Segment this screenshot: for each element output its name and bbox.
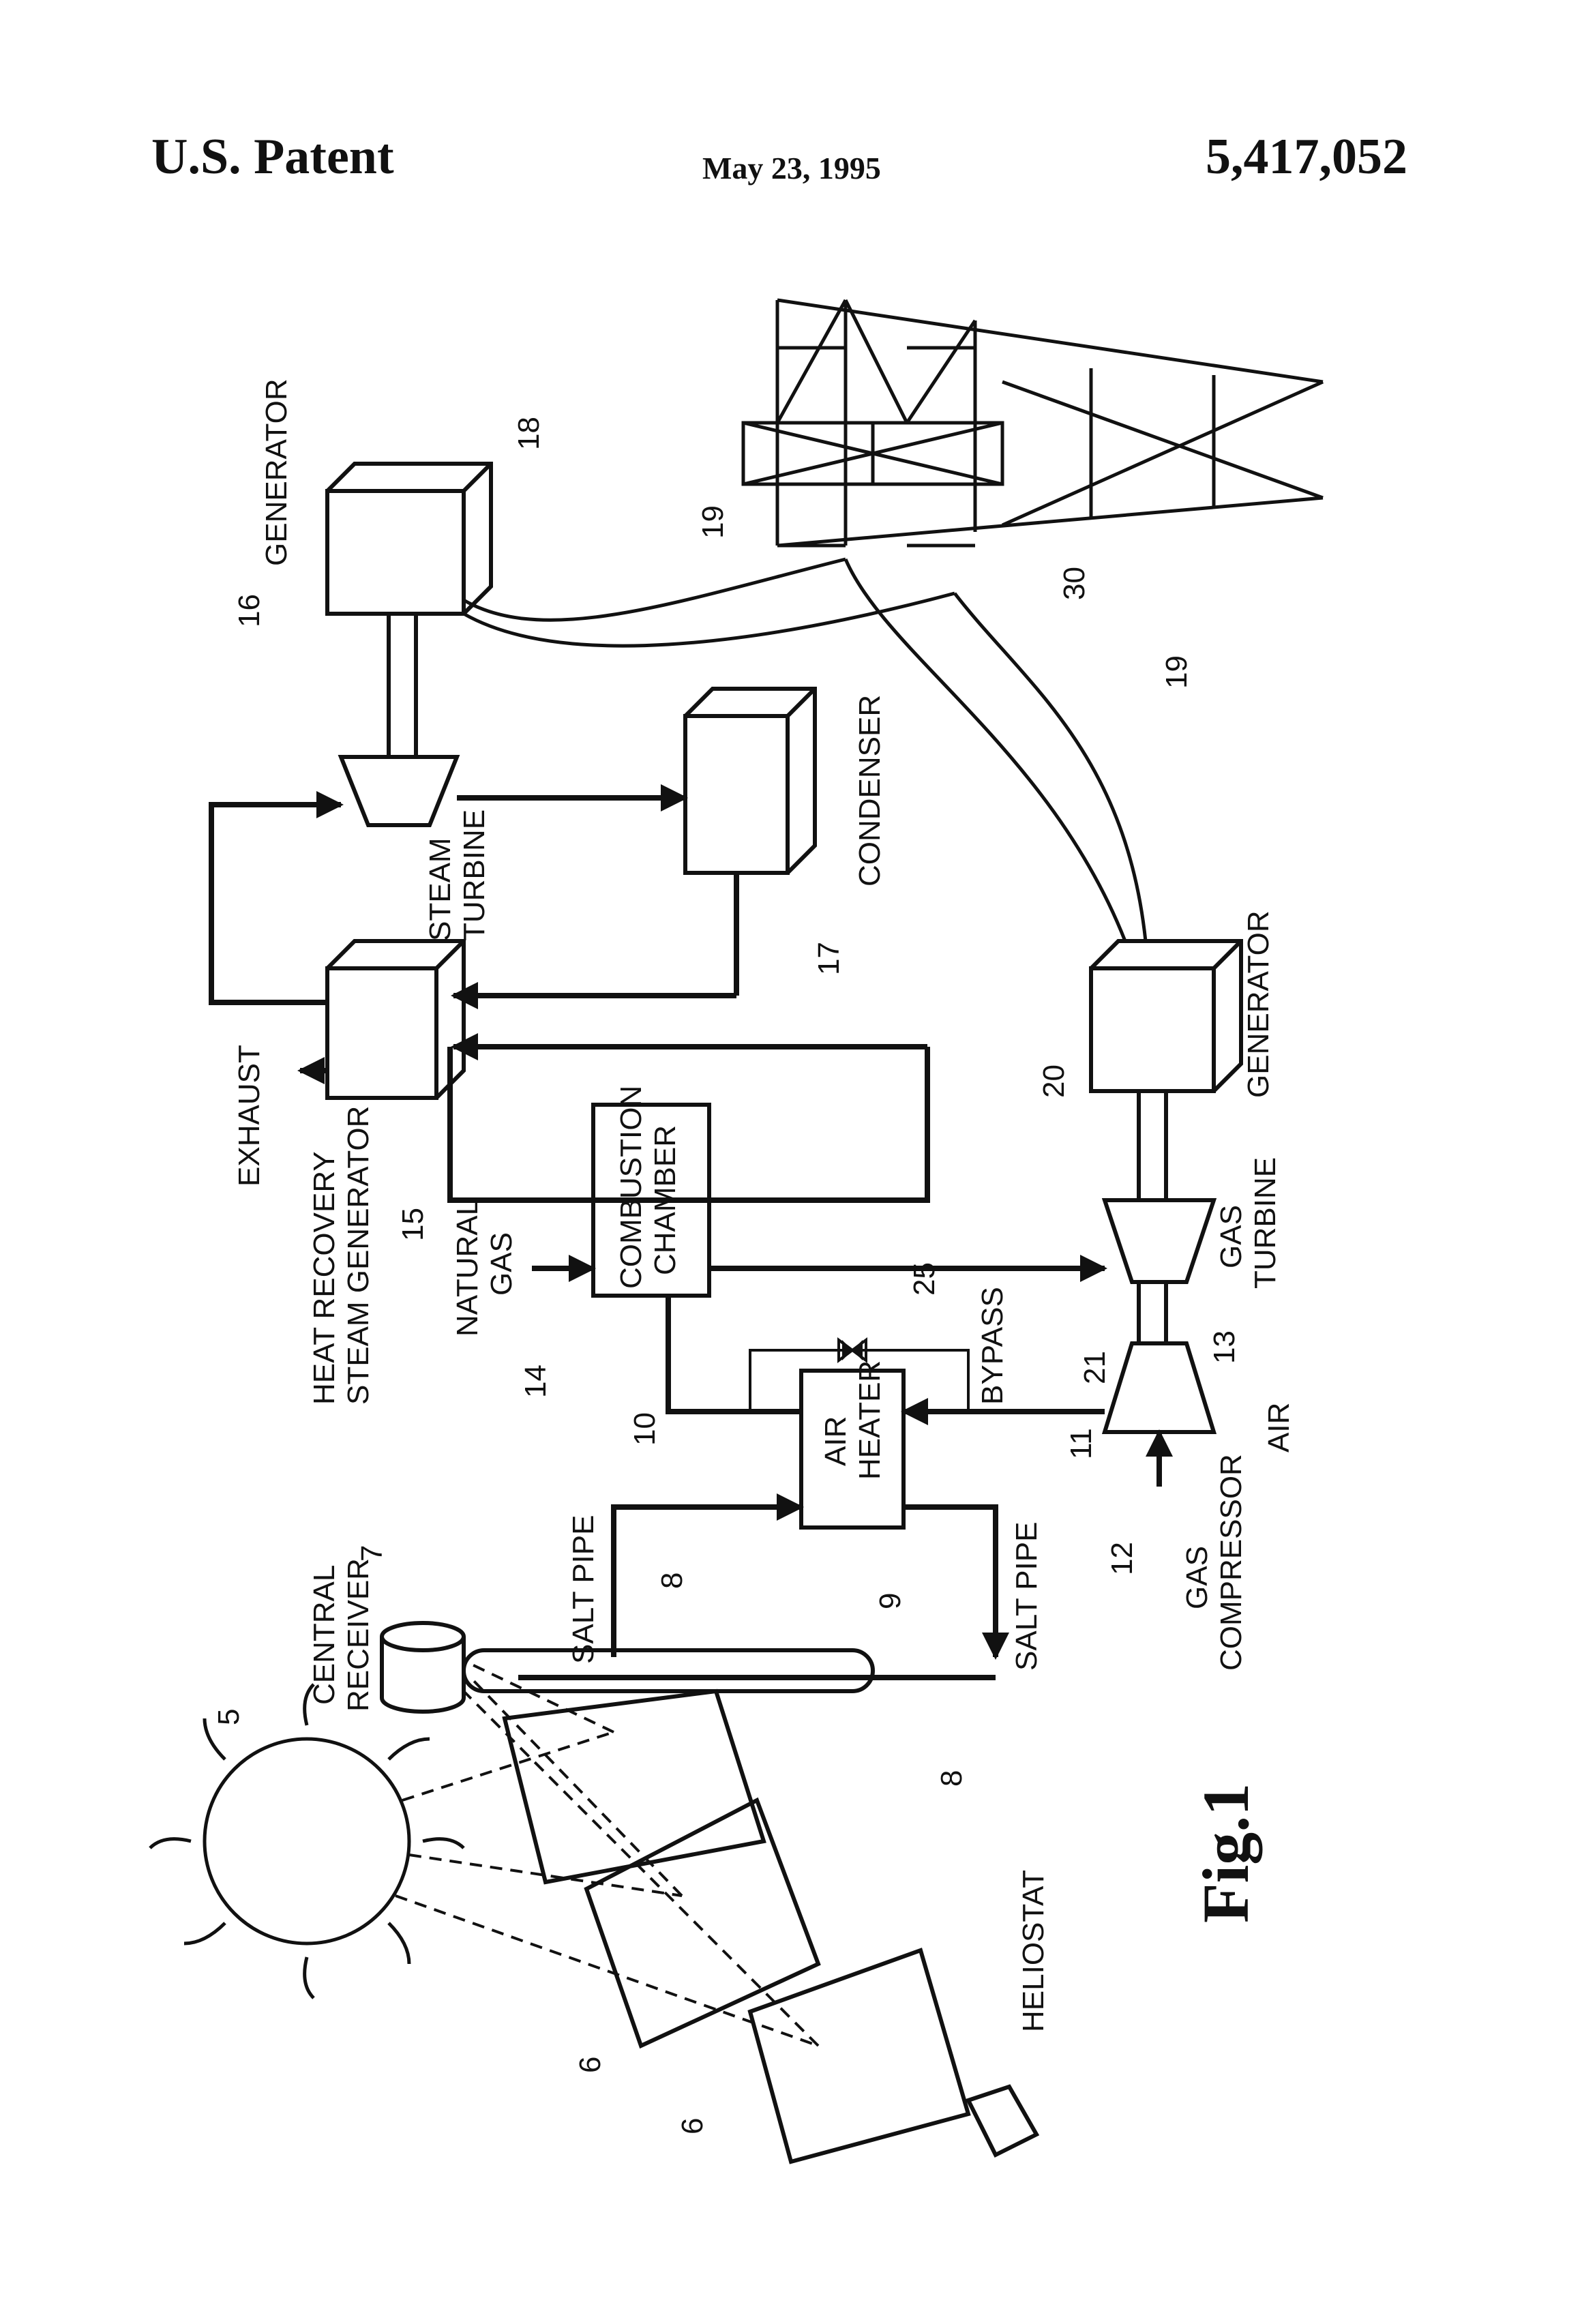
ref-15: 15 <box>396 1208 430 1241</box>
transmission-tower-30 <box>743 300 1323 546</box>
label-salt-pipe-bottom: SALT PIPE <box>1010 1522 1043 1671</box>
ref-19-a: 19 <box>696 505 730 539</box>
gas-compressor-12 <box>1105 1343 1214 1432</box>
ref-30: 30 <box>1058 567 1091 600</box>
condenser-17-box <box>685 689 815 873</box>
label-gas-compressor-2: COMPRESSOR <box>1214 1454 1248 1671</box>
air-heater-9 <box>801 1371 904 1528</box>
shaft-21 <box>1139 1282 1166 1343</box>
ref-19-b: 19 <box>1160 655 1193 689</box>
steam-turbine-16 <box>341 757 457 825</box>
ref-18: 18 <box>512 417 546 450</box>
ref-9: 9 <box>874 1593 907 1609</box>
label-steam-turbine-2: TURBINE <box>458 809 491 941</box>
sun-rays <box>395 1664 818 2046</box>
sun-5-icon <box>150 1684 464 1998</box>
central-receiver-7 <box>382 1623 873 1712</box>
ref-8-a: 8 <box>655 1573 689 1589</box>
label-central-receiver-1: CENTRAL <box>308 1565 341 1705</box>
label-exhaust: EXHAUST <box>233 1045 266 1187</box>
label-air: AIR <box>1262 1403 1296 1452</box>
label-central-receiver-2: RECEIVER <box>342 1558 375 1712</box>
label-heliostat: HELIOSTAT <box>1017 1870 1050 2032</box>
ref-21: 21 <box>1078 1351 1111 1384</box>
ref-14: 14 <box>519 1365 552 1398</box>
ref-20: 20 <box>1037 1064 1071 1098</box>
label-bypass: BYPASS <box>976 1287 1009 1405</box>
ref-10: 10 <box>628 1412 661 1446</box>
label-hrsg-1: HEAT RECOVERY <box>308 1151 341 1405</box>
ref-12: 12 <box>1105 1542 1139 1575</box>
label-hrsg-2: STEAM GENERATOR <box>342 1106 375 1405</box>
label-generator-bottom: GENERATOR <box>1242 910 1275 1098</box>
ref-16: 16 <box>233 594 266 627</box>
hrsg-15-box <box>327 941 464 1098</box>
label-air-heater-2: HEATER <box>853 1360 886 1480</box>
label-natural-gas-2: GAS <box>485 1232 518 1296</box>
label-generator-top: GENERATOR <box>260 378 293 566</box>
heliostats-6 <box>505 1691 1036 2162</box>
generator-20-box <box>1091 941 1241 1091</box>
shaft-16-18 <box>389 614 416 757</box>
ref-5: 5 <box>212 1709 245 1725</box>
cables-19 <box>464 559 1146 941</box>
gas-turbine-13 <box>1105 1200 1214 1282</box>
bypass-valve-icon <box>842 1340 863 1360</box>
ref-6-b: 6 <box>676 2118 709 2134</box>
label-steam-turbine-1: STEAM <box>423 837 457 941</box>
ref-8-b: 8 <box>935 1770 968 1787</box>
generator-18-box <box>327 464 491 614</box>
ref-13: 13 <box>1208 1330 1241 1364</box>
label-condenser: CONDENSER <box>853 695 886 887</box>
label-gas-compressor-1: GAS <box>1180 1546 1214 1609</box>
label-gas-turbine-1: GAS <box>1214 1205 1248 1268</box>
label-salt-pipe-top: SALT PIPE <box>567 1515 600 1664</box>
figure-caption: Fig.1 <box>1189 1783 1262 1923</box>
shaft-20-13 <box>1139 1091 1166 1200</box>
label-combustion-2: CHAMBER <box>648 1125 682 1275</box>
label-gas-turbine-2: TURBINE <box>1249 1157 1282 1289</box>
ref-17: 17 <box>812 942 846 975</box>
ref-6-a: 6 <box>573 2057 607 2073</box>
label-natural-gas-1: NATURAL <box>451 1199 484 1337</box>
label-combustion-1: COMBUSTION <box>614 1086 648 1289</box>
ref-25: 25 <box>908 1262 941 1296</box>
steam-piping <box>211 798 927 1200</box>
ref-11: 11 <box>1064 1428 1098 1459</box>
label-air-heater-1: AIR <box>819 1416 852 1466</box>
